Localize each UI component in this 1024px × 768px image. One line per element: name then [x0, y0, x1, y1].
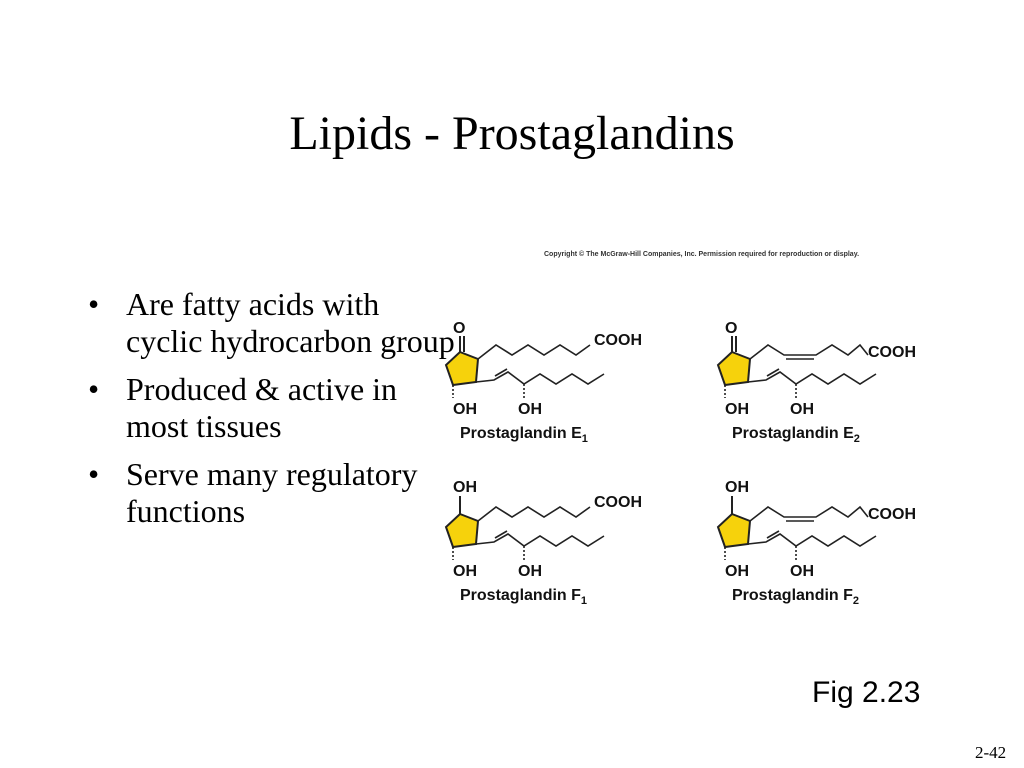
omega-chain	[747, 371, 877, 385]
cyclopentane-ring	[444, 350, 480, 387]
bullet-item: Serve many regulatory functions	[86, 456, 456, 529]
chain-hydroxyl: OH	[790, 563, 814, 580]
structure-pgf1: OH COOH OH OH Prostaglandin F1	[444, 479, 642, 607]
omega-chain	[475, 371, 605, 385]
structure-name: Prostaglandin F2	[732, 587, 859, 607]
structure-pge1: O COOH OH OH Prostaglandin E1	[444, 320, 642, 445]
acid-chain	[749, 343, 869, 360]
structure-name: Prostaglandin E1	[460, 425, 588, 445]
top-group: O	[453, 320, 465, 337]
prostaglandin-figure: O COOH OH OH Prostaglandin E1 O COOH OH	[436, 300, 916, 630]
slide-number: 2-42	[975, 743, 1007, 762]
structure-pge2: O COOH OH OH Prostaglandin E2	[716, 320, 916, 445]
chain-hydroxyl: OH	[790, 401, 814, 418]
cyclopentane-ring	[444, 512, 480, 549]
double-bond	[494, 368, 508, 377]
chain-hydroxyl: OH	[518, 401, 542, 418]
chain-hydroxyl: OH	[518, 563, 542, 580]
figure-reference: Fig 2.23	[812, 676, 921, 709]
acid-chain	[477, 344, 591, 360]
acid-group: COOH	[594, 494, 642, 511]
omega-chain	[475, 533, 605, 547]
ring-hydroxyl: OH	[453, 401, 477, 418]
ring-hydroxyl: OH	[725, 401, 749, 418]
bullet-item: Produced & active in most tissues	[86, 371, 456, 444]
top-group: OH	[725, 479, 749, 496]
omega-chain	[747, 533, 877, 547]
slide-title: Lipids - Prostaglandins	[289, 107, 735, 160]
structure-name: Prostaglandin E2	[732, 425, 860, 445]
acid-group: COOH	[868, 344, 916, 361]
double-bond	[494, 530, 508, 539]
structure-name: Prostaglandin F1	[460, 587, 587, 607]
top-group: O	[725, 320, 737, 337]
acid-group: COOH	[594, 332, 642, 349]
bullet-list: Are fatty acids with cyclic hydrocarbon …	[86, 286, 456, 541]
double-bond	[766, 368, 780, 377]
ring-hydroxyl: OH	[453, 563, 477, 580]
acid-group: COOH	[868, 506, 916, 523]
top-group: OH	[453, 479, 477, 496]
cyclopentane-ring	[716, 512, 752, 549]
structures-svg: O COOH OH OH Prostaglandin E1 O COOH OH	[444, 320, 916, 607]
cyclopentane-ring	[716, 350, 752, 387]
acid-chain	[749, 505, 869, 522]
double-bond	[766, 530, 780, 539]
copyright-notice: Copyright © The McGraw-Hill Companies, I…	[544, 251, 860, 258]
bullet-item: Are fatty acids with cyclic hydrocarbon …	[86, 286, 456, 359]
acid-chain	[477, 506, 591, 522]
structure-pgf2: OH COOH OH OH Prostaglandin F2	[716, 479, 916, 607]
ring-hydroxyl: OH	[725, 563, 749, 580]
